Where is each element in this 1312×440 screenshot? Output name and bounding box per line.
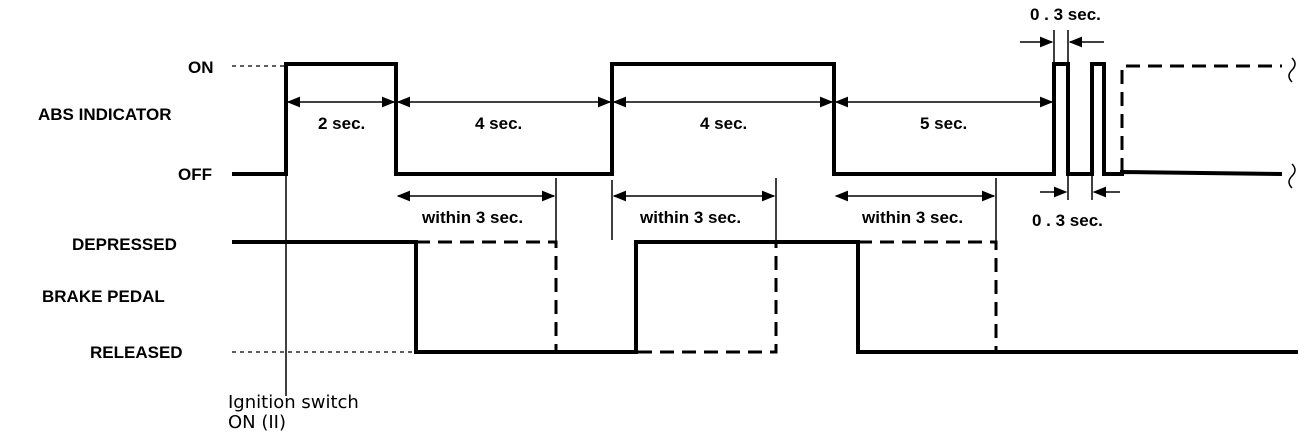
abs-indicator-continuation: [1120, 64, 1282, 172]
brake-pedal-signal-3: [776, 240, 1298, 354]
duration-2sec: 2 sec.: [318, 114, 365, 133]
duration-5sec: 5 sec.: [920, 114, 967, 133]
within-3sec-2: within 3 sec.: [639, 208, 741, 227]
break-mark-top: [1288, 57, 1296, 83]
blink-off-duration: 0 . 3 sec.: [1032, 211, 1103, 230]
ignition-note-line1: Ignition switch: [228, 392, 359, 413]
brake-pedal-option-3: [858, 240, 998, 352]
brake-pedal-option-2: [636, 240, 778, 354]
brake-pedal-signal-2: [556, 240, 776, 354]
duration-4sec-b: 4 sec.: [700, 114, 747, 133]
blink-on-duration: 0 . 3 sec.: [1030, 5, 1101, 24]
brake-pedal-option-1: [416, 240, 636, 354]
brake-pedal-label: BRAKE PEDAL: [42, 287, 165, 306]
abs-indicator-signal: [232, 62, 1283, 176]
within-3sec-1: within 3 sec.: [421, 208, 523, 227]
on-label: ON: [188, 58, 214, 77]
brake-pedal-signal-1: [232, 240, 556, 354]
within-3sec-3: within 3 sec.: [861, 208, 963, 227]
duration-4sec-a: 4 sec.: [475, 114, 522, 133]
released-label: RELEASED: [90, 343, 183, 362]
depressed-label: DEPRESSED: [72, 235, 177, 254]
abs-indicator-label: ABS INDICATOR: [38, 105, 172, 124]
off-label: OFF: [178, 165, 212, 184]
break-mark-bottom: [1288, 163, 1296, 189]
ignition-note-line2: ON (II): [228, 412, 286, 433]
